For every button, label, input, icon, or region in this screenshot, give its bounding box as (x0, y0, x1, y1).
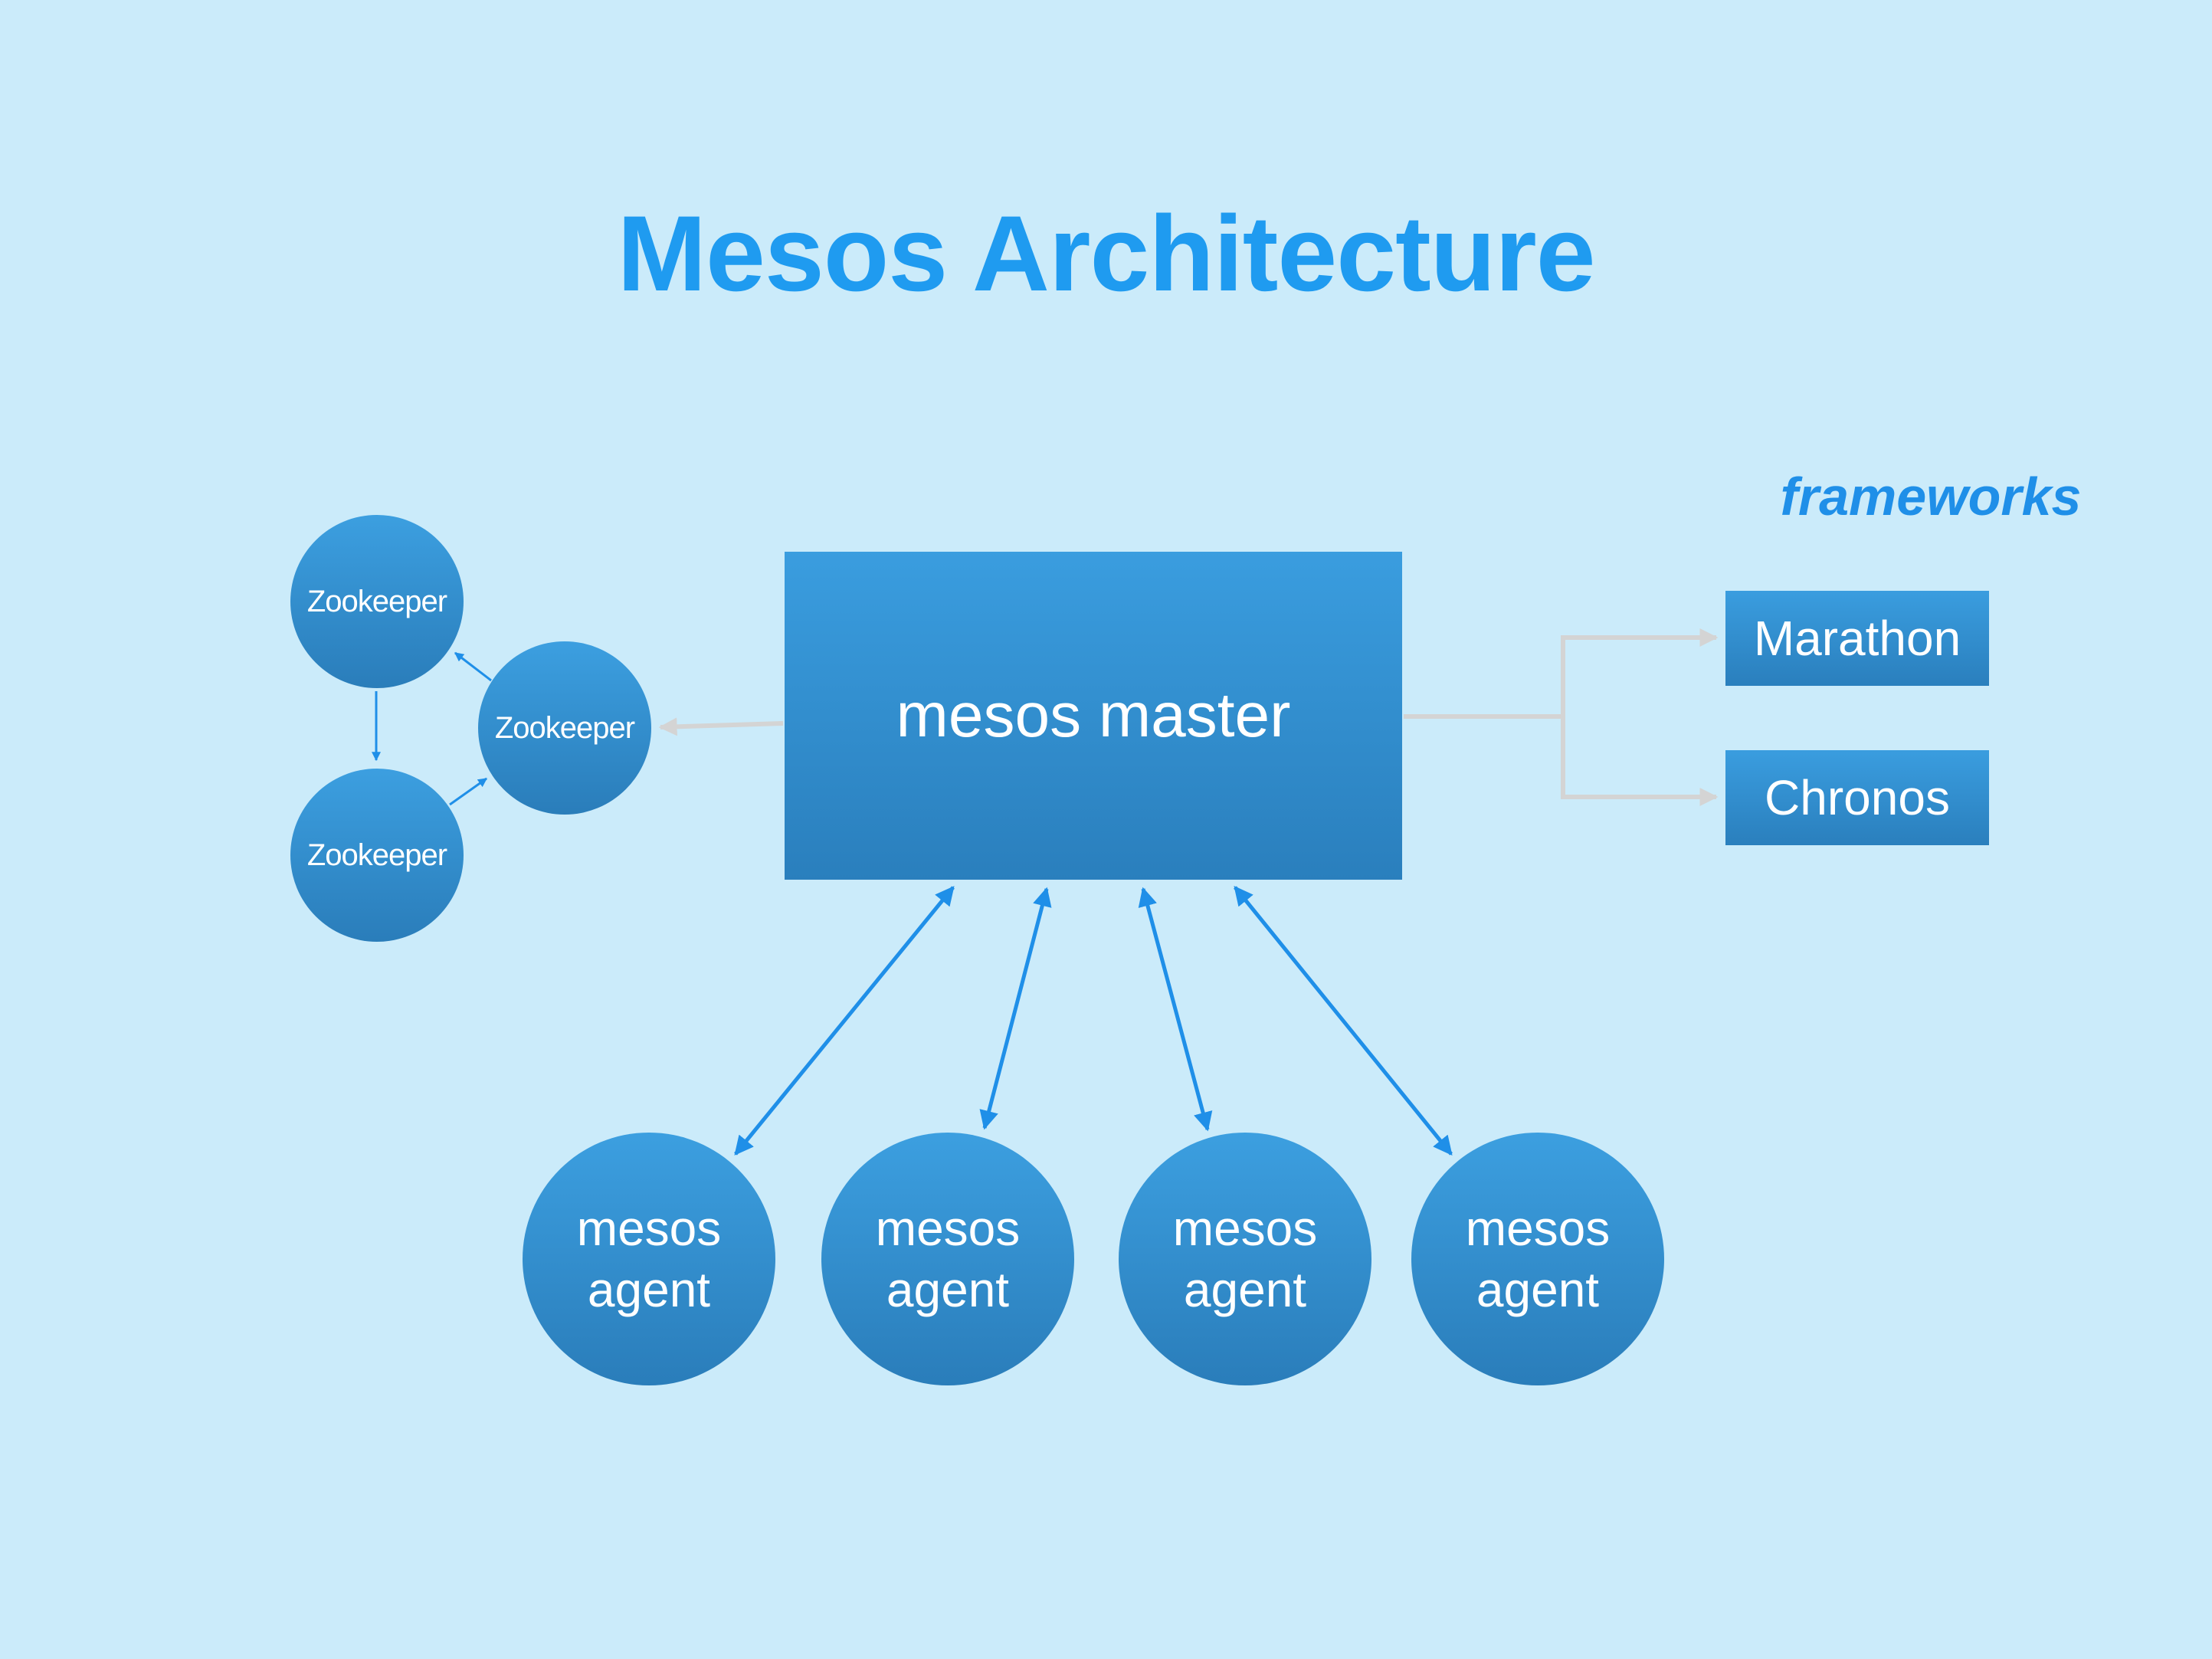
master-agent3-arrow (1138, 887, 1213, 1132)
framework-label: Marathon (1753, 611, 1961, 666)
framework-label: Chronos (1765, 770, 1950, 825)
mesos-master-label: mesos master (896, 680, 1291, 750)
mesos-master-node: mesos master (785, 552, 1402, 880)
zookeeper-node: Zookeeper (478, 641, 651, 815)
zookeeper-label: Zookeeper (306, 584, 447, 618)
zookeeper-node: Zookeeper (290, 769, 464, 942)
framework-chronos-node: Chronos (1725, 750, 1989, 845)
zk3-to-zk2-arrow (449, 777, 487, 806)
mesos-agent-label: mesos agent (1465, 1201, 1611, 1317)
master-agent4-arrow (1234, 886, 1453, 1156)
frameworks-label: frameworks (1780, 467, 2082, 526)
zookeeper-label: Zookeeper (306, 838, 447, 872)
page-title: Mesos Architecture (617, 193, 1595, 313)
mesos-agent-node: mesos agent (1411, 1133, 1664, 1385)
mesos-agent-label: mesos agent (875, 1201, 1021, 1317)
mesos-agent-label: mesos agent (576, 1201, 722, 1317)
mesos-agent-node: mesos agent (1119, 1133, 1371, 1385)
zk2-to-zk1-arrow (454, 651, 492, 682)
mesos-agent-label: mesos agent (1172, 1201, 1318, 1317)
zookeeper-node: Zookeeper (290, 515, 464, 688)
mesos-agent-node: mesos agent (523, 1133, 775, 1385)
mesos-agent-node: mesos agent (821, 1133, 1074, 1385)
framework-marathon-node: Marathon (1725, 591, 1989, 686)
master-agent1-arrow (734, 886, 955, 1156)
zookeeper-label: Zookeeper (494, 710, 635, 745)
master-agent2-arrow (979, 887, 1052, 1130)
master-to-zookeeper-arrow (658, 717, 784, 736)
